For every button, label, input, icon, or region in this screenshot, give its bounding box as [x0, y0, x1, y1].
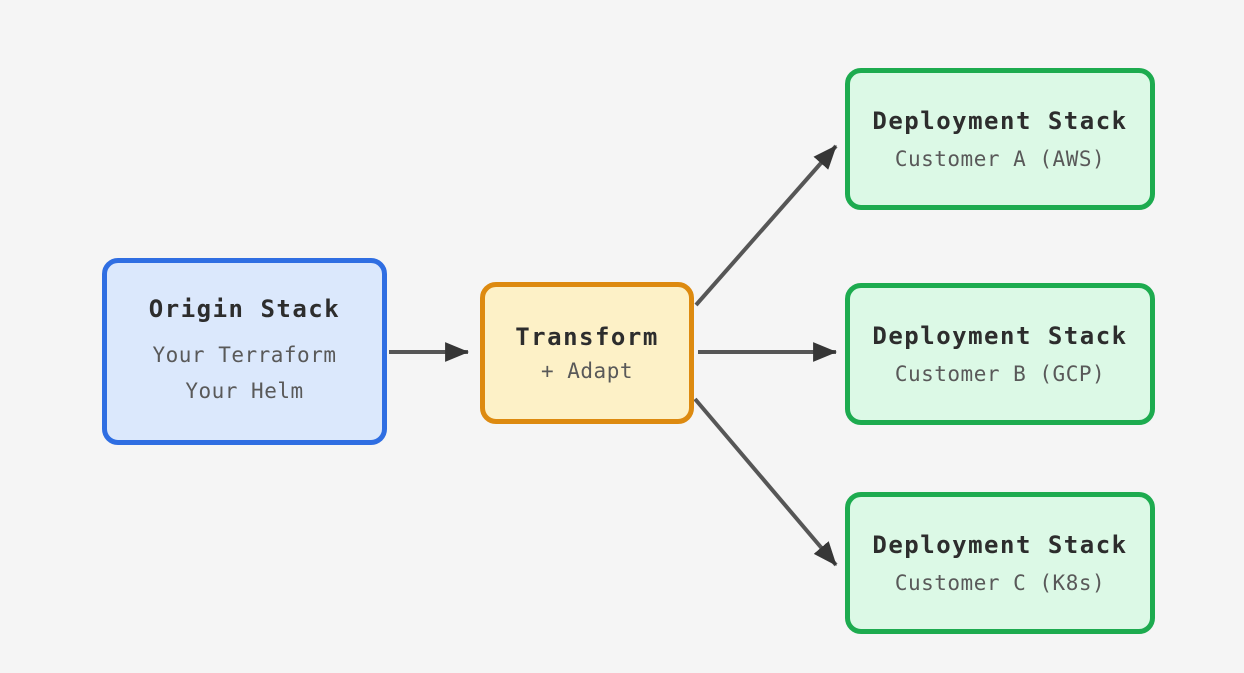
origin-stack-line-terraform: Your Terraform	[152, 342, 337, 367]
node-deployment-stack-customer-a: Deployment Stack Customer A (AWS)	[845, 68, 1155, 210]
transform-title: Transform	[515, 323, 659, 351]
node-deployment-stack-customer-c: Deployment Stack Customer C (K8s)	[845, 492, 1155, 634]
origin-stack-title: Origin Stack	[148, 294, 341, 323]
deployment-stack-a-title: Deployment Stack	[872, 107, 1128, 135]
arrow-transform-to-customer-a	[694, 144, 838, 307]
deployment-stack-c-title: Deployment Stack	[872, 531, 1128, 559]
transform-subtitle: + Adapt	[540, 359, 633, 383]
node-origin-stack: Origin Stack Your Terraform Your Helm	[102, 258, 387, 445]
deployment-stack-c-subtitle: Customer C (K8s)	[894, 571, 1106, 595]
arrow-transform-to-customer-c	[693, 397, 838, 567]
origin-stack-line-helm: Your Helm	[185, 378, 304, 403]
deployment-stack-b-subtitle: Customer B (GCP)	[894, 362, 1106, 386]
node-deployment-stack-customer-b: Deployment Stack Customer B (GCP)	[845, 283, 1155, 425]
node-transform: Transform + Adapt	[480, 282, 694, 424]
deployment-stack-a-subtitle: Customer A (AWS)	[894, 147, 1106, 171]
deployment-stack-b-title: Deployment Stack	[872, 322, 1128, 350]
